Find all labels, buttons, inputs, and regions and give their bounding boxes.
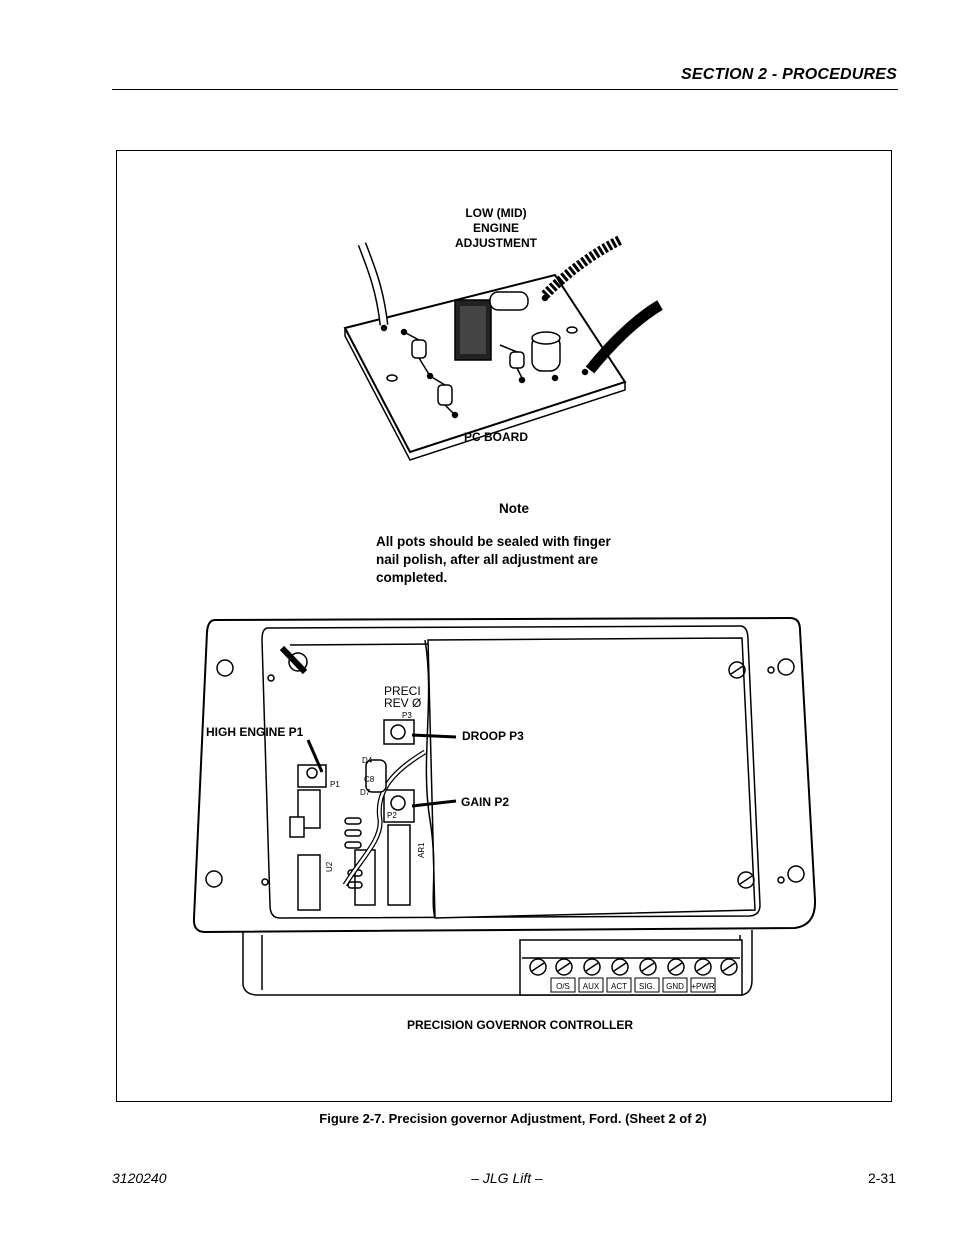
pc-board-drawing: [343, 235, 663, 461]
low-mid-label-1: LOW (MID): [465, 206, 526, 220]
high-engine-label: HIGH ENGINE P1: [206, 725, 304, 739]
board-mark-p3: P3: [402, 711, 412, 720]
terminal-label-os: O/S: [556, 982, 570, 991]
note-title: Note: [499, 501, 529, 516]
terminal-label-pwr: +PWR: [691, 982, 715, 991]
board-mark-preci: PRECI: [384, 684, 421, 698]
page-number: 2-31: [867, 1170, 896, 1186]
low-mid-label-3: ADJUSTMENT: [455, 236, 538, 250]
board-mark-ar1: AR1: [417, 842, 426, 858]
board-mark-d4: D4: [362, 756, 373, 765]
board-mark-d7: D7: [360, 788, 371, 797]
board-mark-c8: C8: [364, 775, 375, 784]
terminal-label-sig: SIG.: [639, 982, 655, 991]
low-mid-label-2: ENGINE: [473, 221, 519, 235]
note-line-2: nail polish, after all adjustment are: [376, 552, 599, 567]
droop-label: DROOP P3: [462, 729, 524, 743]
doc-number: 3120240: [112, 1170, 167, 1186]
terminal-screws: [529, 958, 738, 976]
note-line-1: All pots should be sealed with finger: [376, 534, 612, 549]
figure-caption: Figure 2-7. Precision governor Adjustmen…: [319, 1111, 707, 1126]
header-rule: [112, 89, 898, 90]
board-mark-p2: P2: [387, 811, 397, 820]
board-mark-rev: REV Ø: [384, 696, 421, 710]
terminal-labels: O/S AUX ACT SIG. GND +PWR: [550, 977, 716, 993]
figure-frame: [116, 150, 892, 1102]
controller-drawing: [192, 616, 817, 996]
section-title: SECTION 2 - PROCEDURES: [681, 66, 897, 83]
note-line-3: completed.: [376, 570, 447, 585]
terminal-label-gnd: GND: [666, 982, 684, 991]
publisher: – JLG Lift –: [471, 1170, 543, 1186]
pc-board-label: PC BOARD: [464, 430, 528, 444]
board-mark-p1: P1: [330, 780, 340, 789]
terminal-label-aux: AUX: [583, 982, 600, 991]
board-mark-u2: U2: [325, 861, 334, 872]
controller-label: PRECISION GOVERNOR CONTROLLER: [407, 1018, 633, 1032]
terminal-label-act: ACT: [611, 982, 627, 991]
gain-label: GAIN P2: [461, 795, 509, 809]
